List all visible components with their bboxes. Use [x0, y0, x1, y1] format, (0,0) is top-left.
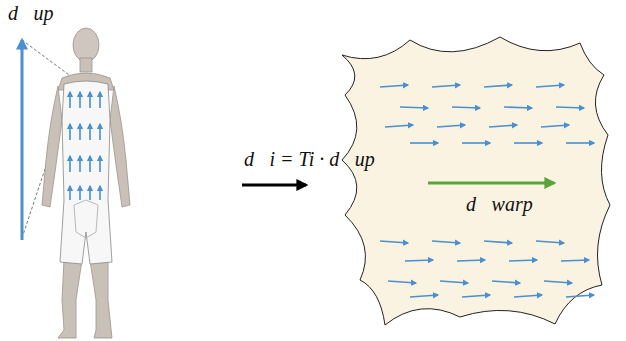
fabric-outline — [342, 37, 610, 325]
mapping-arrow — [242, 184, 306, 187]
direction-arrow — [79, 92, 81, 108]
direction-arrow — [89, 92, 91, 108]
direction-arrow — [380, 85, 408, 87]
direction-arrow — [437, 125, 465, 127]
vector-label: d⃗up — [8, 2, 54, 25]
direction-arrow — [99, 186, 101, 200]
direction-arrow — [514, 295, 542, 297]
direction-arrow — [544, 281, 572, 283]
direction-arrow — [566, 142, 594, 144]
direction-arrow — [89, 186, 91, 200]
direction-arrow — [405, 260, 433, 261]
direction-arrow — [99, 156, 101, 172]
direction-arrow — [556, 107, 584, 108]
direction-arrow — [89, 156, 91, 172]
direction-arrow — [462, 142, 490, 144]
direction-arrow — [452, 107, 480, 108]
direction-arrow — [432, 241, 460, 243]
direction-arrow — [566, 295, 594, 297]
direction-arrow — [504, 107, 532, 108]
direction-arrow — [89, 124, 91, 140]
direction-arrow — [489, 125, 517, 127]
direction-arrow — [79, 186, 81, 200]
direction-arrow — [385, 125, 413, 127]
direction-arrow — [484, 85, 512, 87]
direction-arrow — [536, 241, 564, 243]
direction-arrow — [69, 92, 71, 108]
direction-arrow — [388, 281, 416, 283]
up-vector — [21, 40, 24, 240]
direction-arrow — [561, 260, 589, 261]
direction-arrow — [536, 85, 564, 87]
warp-arrow — [428, 182, 554, 185]
direction-arrow — [440, 281, 468, 283]
direction-arrow — [79, 156, 81, 172]
direction-arrow — [380, 241, 408, 243]
direction-arrow — [69, 186, 71, 200]
direction-arrow — [492, 281, 520, 283]
direction-arrow — [400, 107, 428, 108]
panel-outline — [340, 35, 612, 327]
direction-arrow — [509, 260, 537, 261]
direction-arrow — [410, 295, 438, 297]
direction-arrow — [69, 156, 71, 172]
direction-arrow — [410, 142, 438, 144]
direction-arrow — [484, 241, 512, 243]
formula: d⃗i = Ti · d⃗up — [244, 148, 375, 171]
vector-label: d⃗warp — [466, 193, 533, 216]
direction-arrow — [462, 295, 490, 297]
fabric-panel: d⃗warp — [340, 35, 612, 327]
direction-arrow — [99, 92, 101, 108]
direction-arrow — [432, 85, 460, 87]
human-figure — [42, 28, 130, 338]
direction-arrow — [79, 124, 81, 140]
direction-arrow — [457, 260, 485, 261]
direction-arrow — [541, 125, 569, 127]
direction-arrow — [69, 124, 71, 140]
direction-arrow — [99, 124, 101, 140]
direction-arrow — [514, 142, 542, 144]
